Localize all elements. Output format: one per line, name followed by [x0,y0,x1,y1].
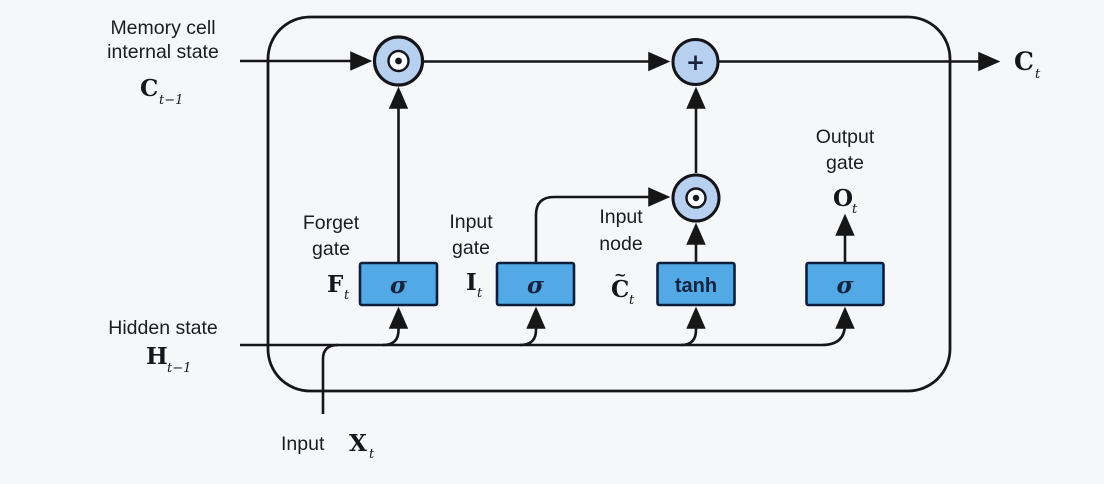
output-gate-label-line2: gate [826,152,864,174]
forget-gate-var: F [327,271,344,298]
input-gate-box: σ [495,261,576,307]
plus-icon: + [686,50,705,76]
cell-out-var: C [1014,47,1034,76]
memory-state-sub: t−1 [159,93,183,108]
input-gate-var: I [466,269,477,296]
branch-forget-arrow [382,306,409,347]
input-x-var: X [349,430,367,457]
sum-node: + [671,38,720,86]
multiply-node-dot [692,194,700,202]
input-node-label-line1: Input [599,206,643,228]
forget-gate-sub: t [344,288,350,303]
branch-input-arrow [519,306,546,347]
input-x-label: Input [281,433,325,455]
cell-out-sub: t [1035,67,1041,82]
input-node-rect [656,261,736,307]
multiply-node-dot [395,57,402,65]
elementwise-product-node-1 [372,35,425,87]
cell-boundary [266,15,952,393]
input-gate-rect [495,261,576,307]
input-gate-sigma: σ [527,272,544,299]
forget-gate-box: σ [358,261,439,307]
memory-state-label-line2: internal state [107,41,219,63]
output-gate-sigma: σ [837,272,854,299]
memory-state-label-line1: Memory cell [110,17,215,39]
input-gate-label-line1: Input [449,211,493,233]
output-gate-label-line1: Output [816,126,875,148]
input-gate-label-line2: gate [452,237,490,259]
hidden-state-label: Hidden state [108,317,218,339]
hidden-state-sub: t−1 [167,361,191,376]
input-node-label-line2: node [599,233,642,255]
input-node-sub: t [629,293,635,308]
input-gate-to-multiply-arrow [534,187,671,262]
output-gate-box: σ [805,261,885,307]
memory-state-var: C [140,75,158,102]
output-gate-var: O [833,185,853,212]
input-x-sub: t [369,447,375,462]
forget-gate-label-line1: Forget [303,212,360,234]
forget-gate-label-line2: gate [312,238,350,260]
hidden-state-var: H [146,343,168,370]
forget-gate-sigma: σ [390,272,407,299]
input-node-tilde: ~ [614,266,627,284]
sum-node-circle [671,38,720,86]
input-node-var: C [611,276,629,303]
branch-tanh-arrow [680,306,706,347]
input-x-line [321,343,339,414]
hidden-state-line [240,306,855,347]
forget-gate-rect [358,261,439,307]
output-gate-rect [805,261,885,307]
elementwise-product-node-2 [671,173,721,223]
input-gate-sub: t [477,286,483,301]
input-node-box: tanh [656,261,736,307]
input-node-tanh: tanh [675,275,717,297]
output-gate-sub: t [852,202,858,217]
